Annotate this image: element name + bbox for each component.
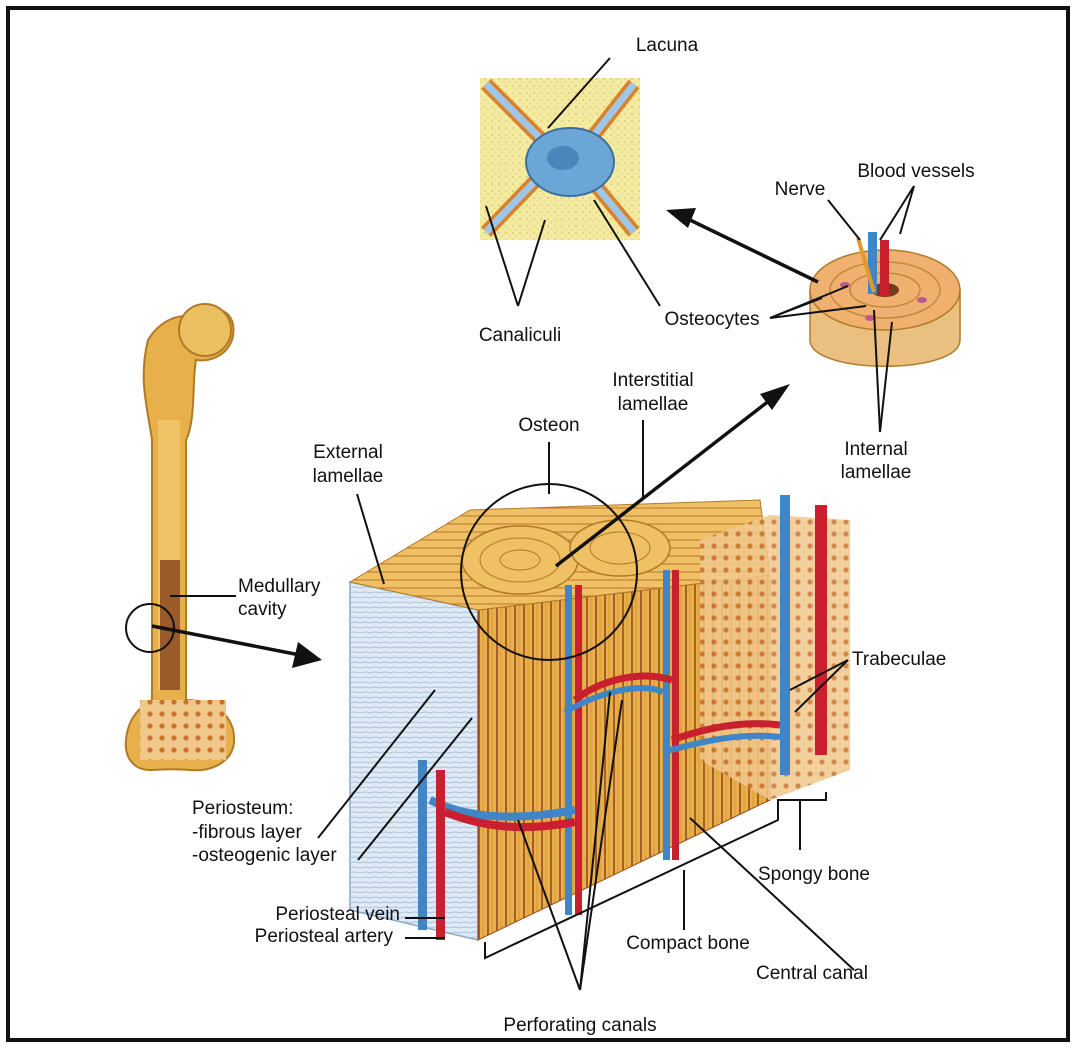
label-compact-bone: Compact bone: [626, 933, 750, 954]
label-canaliculi: Canaliculi: [479, 325, 561, 346]
label-periosteum-fibrous: -fibrous layer: [192, 822, 302, 843]
label-periosteum-title: Periosteum:: [192, 798, 293, 819]
label-external-lamellae-line1: External: [313, 442, 383, 463]
label-osteocytes: Osteocytes: [664, 309, 759, 330]
label-nerve: Nerve: [775, 179, 826, 200]
label-perforating-canals: Perforating canals: [503, 1015, 656, 1036]
lacuna-arrow: [690, 220, 818, 282]
label-periosteal-artery: Periosteal artery: [255, 926, 394, 947]
osteon-cross-section: [810, 232, 960, 366]
lacuna-inset: [480, 78, 640, 240]
femur-illustration: [126, 304, 234, 770]
label-spongy-bone: Spongy bone: [758, 864, 870, 885]
label-medullary-cavity-line1: Medullary: [238, 576, 321, 597]
label-periosteal-vein: Periosteal vein: [275, 904, 400, 925]
femur-arrow-head: [292, 642, 322, 668]
label-trabeculae: Trabeculae: [852, 649, 946, 670]
label-periosteum-osteogenic: -osteogenic layer: [192, 845, 337, 866]
label-osteon: Osteon: [518, 415, 579, 436]
label-external-lamellae-line2: lamellae: [313, 466, 384, 487]
label-medullary-cavity-line2: cavity: [238, 599, 287, 620]
label-blood-vessels: Blood vessels: [857, 161, 974, 182]
label-central-canal: Central canal: [756, 963, 868, 984]
lacuna-arrow-head: [666, 208, 696, 228]
label-interstitial-lamellae-line1: Interstitial: [612, 370, 693, 391]
label-interstitial-lamellae-line2: lamellae: [618, 394, 689, 415]
label-lacuna: Lacuna: [636, 35, 699, 56]
label-internal-lamellae-line1: Internal: [844, 439, 907, 460]
label-internal-lamellae-line2: lamellae: [841, 462, 912, 483]
